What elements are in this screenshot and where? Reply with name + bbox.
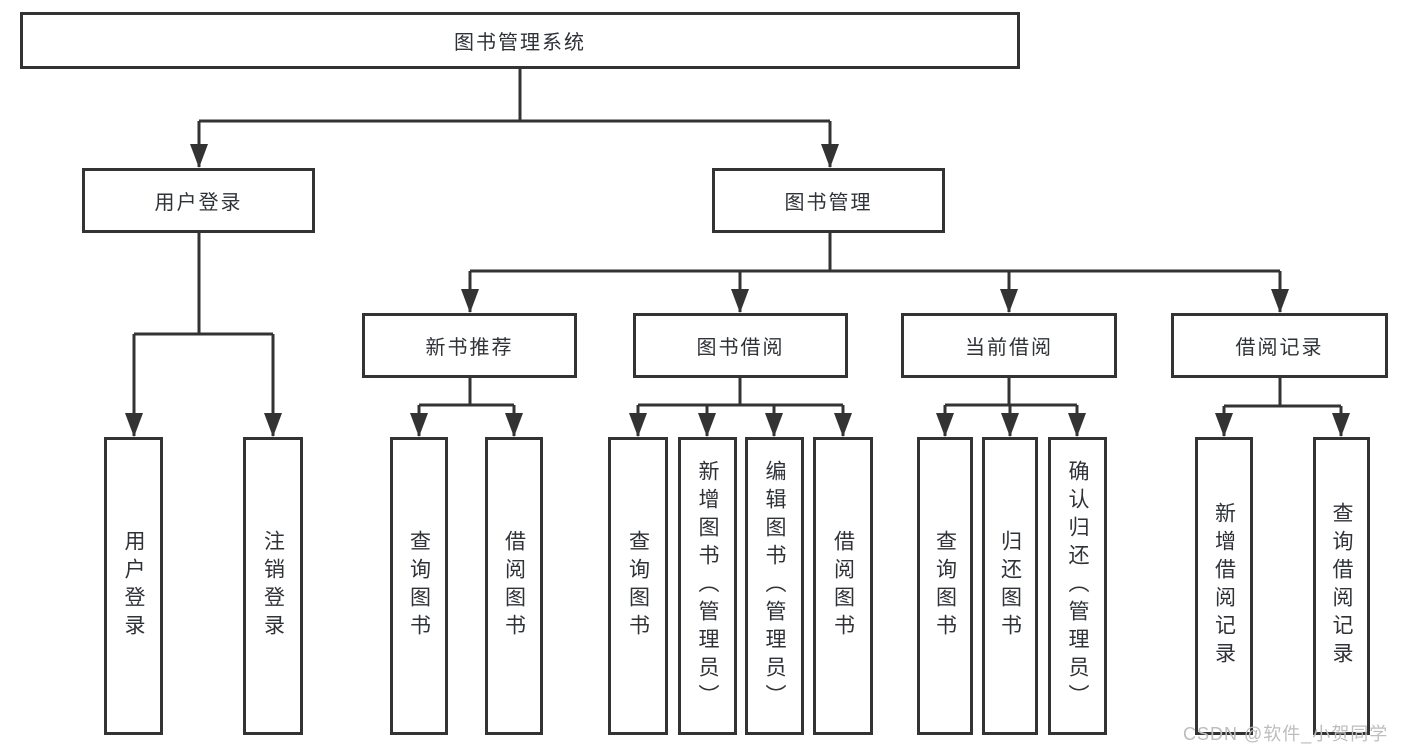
node-borrow-books-recommend: 借阅图书	[485, 437, 543, 735]
node-query-books-recommend: 查询图书	[390, 437, 448, 735]
tree-arrow-lines	[125, 121, 1350, 437]
node-query-books-current: 查询图书	[917, 437, 973, 735]
node-logout: 注销登录	[243, 437, 303, 735]
node-confirm-return-admin: 确认归还（管理员）	[1048, 437, 1107, 735]
node-current-borrowing: 当前借阅	[901, 313, 1117, 378]
node-add-borrow-record: 新增借阅记录	[1195, 437, 1253, 735]
node-add-books-admin: 新增图书（管理员）	[678, 437, 737, 735]
node-return-books: 归还图书	[982, 437, 1038, 735]
node-borrow-books-borrowing: 借阅图书	[813, 437, 873, 735]
node-user-login: 用户登录	[104, 437, 163, 735]
node-edit-books-admin: 编辑图书（管理员）	[745, 437, 804, 735]
node-library-management-system: 图书管理系统	[20, 12, 1020, 69]
node-query-books-borrowing: 查询图书	[608, 437, 668, 735]
node-book-management-module: 图书管理	[712, 168, 945, 233]
node-new-book-recommendation: 新书推荐	[362, 313, 577, 378]
node-borrowing-records: 借阅记录	[1171, 313, 1388, 378]
node-user-login-module: 用户登录	[82, 168, 315, 233]
node-query-borrow-record: 查询借阅记录	[1313, 437, 1370, 735]
node-book-borrowing: 图书借阅	[633, 313, 848, 378]
csdn-watermark: CSDN @软件_小贺同学	[1183, 724, 1389, 744]
tree-branch-lines	[134, 69, 1341, 408]
